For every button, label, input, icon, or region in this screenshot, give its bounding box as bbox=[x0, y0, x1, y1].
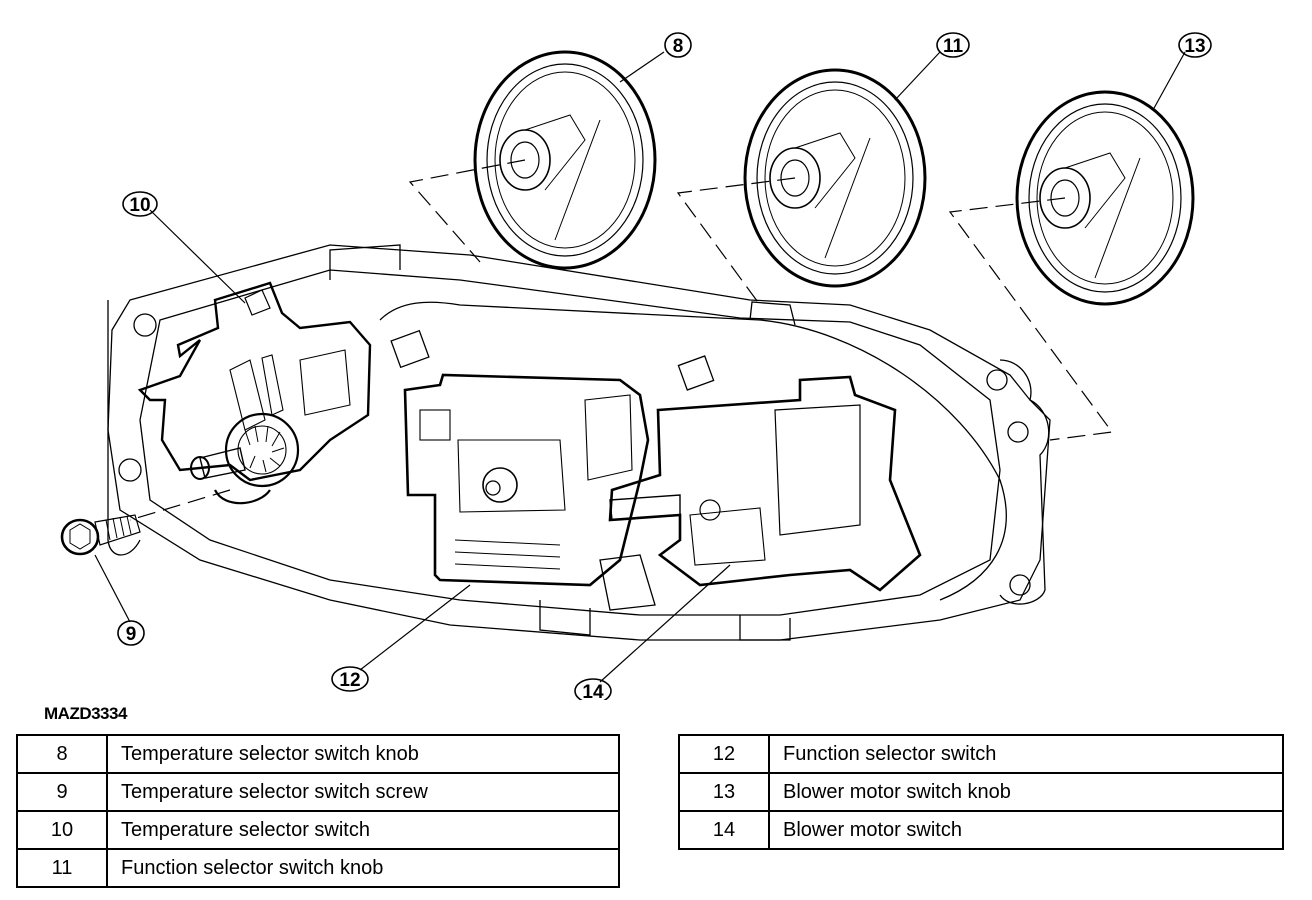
legend-description: Blower motor switch knob bbox=[768, 772, 1284, 812]
svg-text:14: 14 bbox=[582, 682, 604, 700]
legend-row: 13 Blower motor switch knob bbox=[678, 772, 1284, 812]
legend-row: 11 Function selector switch knob bbox=[16, 848, 620, 888]
callout-14: 14 bbox=[574, 678, 612, 700]
legend-description: Function selector switch bbox=[768, 734, 1284, 774]
temperature-selector-switch-screw bbox=[60, 514, 141, 556]
svg-text:11: 11 bbox=[943, 36, 964, 57]
legend-number: 13 bbox=[678, 772, 770, 812]
callout-13: 13 bbox=[1178, 32, 1212, 58]
legend-number: 11 bbox=[16, 848, 108, 888]
callout-11: 11 bbox=[936, 32, 970, 58]
control-housing bbox=[107, 244, 1051, 641]
legend-description: Blower motor switch bbox=[768, 810, 1284, 850]
legend-row: 8 Temperature selector switch knob bbox=[16, 734, 620, 774]
legend-number: 10 bbox=[16, 810, 108, 850]
temperature-selector-switch-knob bbox=[473, 50, 657, 270]
svg-text:13: 13 bbox=[1184, 36, 1205, 57]
legend-number: 12 bbox=[678, 734, 770, 774]
legend-description: Temperature selector switch knob bbox=[106, 734, 620, 774]
legend-row: 10 Temperature selector switch bbox=[16, 810, 620, 850]
exploded-view-diagram: 8 11 13 10 9 12 14 bbox=[60, 32, 1212, 700]
legend-row: 12 Function selector switch bbox=[678, 734, 1284, 774]
legend-row: 14 Blower motor switch bbox=[678, 810, 1284, 850]
callout-12: 12 bbox=[331, 666, 369, 692]
legend-table-right: 12 Function selector switch 13 Blower mo… bbox=[678, 734, 1284, 850]
figure-code: MAZD3334 bbox=[44, 704, 127, 723]
svg-text:9: 9 bbox=[126, 624, 137, 645]
callout-9: 9 bbox=[117, 620, 145, 646]
blower-motor-switch bbox=[599, 375, 922, 611]
legend-description: Temperature selector switch screw bbox=[106, 772, 620, 812]
alignment-lines bbox=[129, 159, 1114, 521]
svg-text:12: 12 bbox=[339, 670, 360, 691]
legend-table-left: 8 Temperature selector switch knob 9 Tem… bbox=[16, 734, 620, 888]
legend-description: Temperature selector switch bbox=[106, 810, 620, 850]
legend-row: 9 Temperature selector switch screw bbox=[16, 772, 620, 812]
svg-text:10: 10 bbox=[129, 195, 150, 216]
legend-description: Function selector switch knob bbox=[106, 848, 620, 888]
temperature-selector-switch bbox=[137, 281, 372, 505]
svg-text:8: 8 bbox=[673, 36, 684, 57]
blower-motor-switch-knob bbox=[1015, 90, 1195, 306]
legend-number: 14 bbox=[678, 810, 770, 850]
function-selector-switch-knob bbox=[743, 68, 927, 288]
callout-10: 10 bbox=[122, 191, 158, 217]
legend-number: 8 bbox=[16, 734, 108, 774]
function-selector-switch bbox=[403, 373, 650, 587]
callout-8: 8 bbox=[664, 32, 692, 58]
legend-number: 9 bbox=[16, 772, 108, 812]
leader-lines bbox=[94, 51, 1186, 683]
